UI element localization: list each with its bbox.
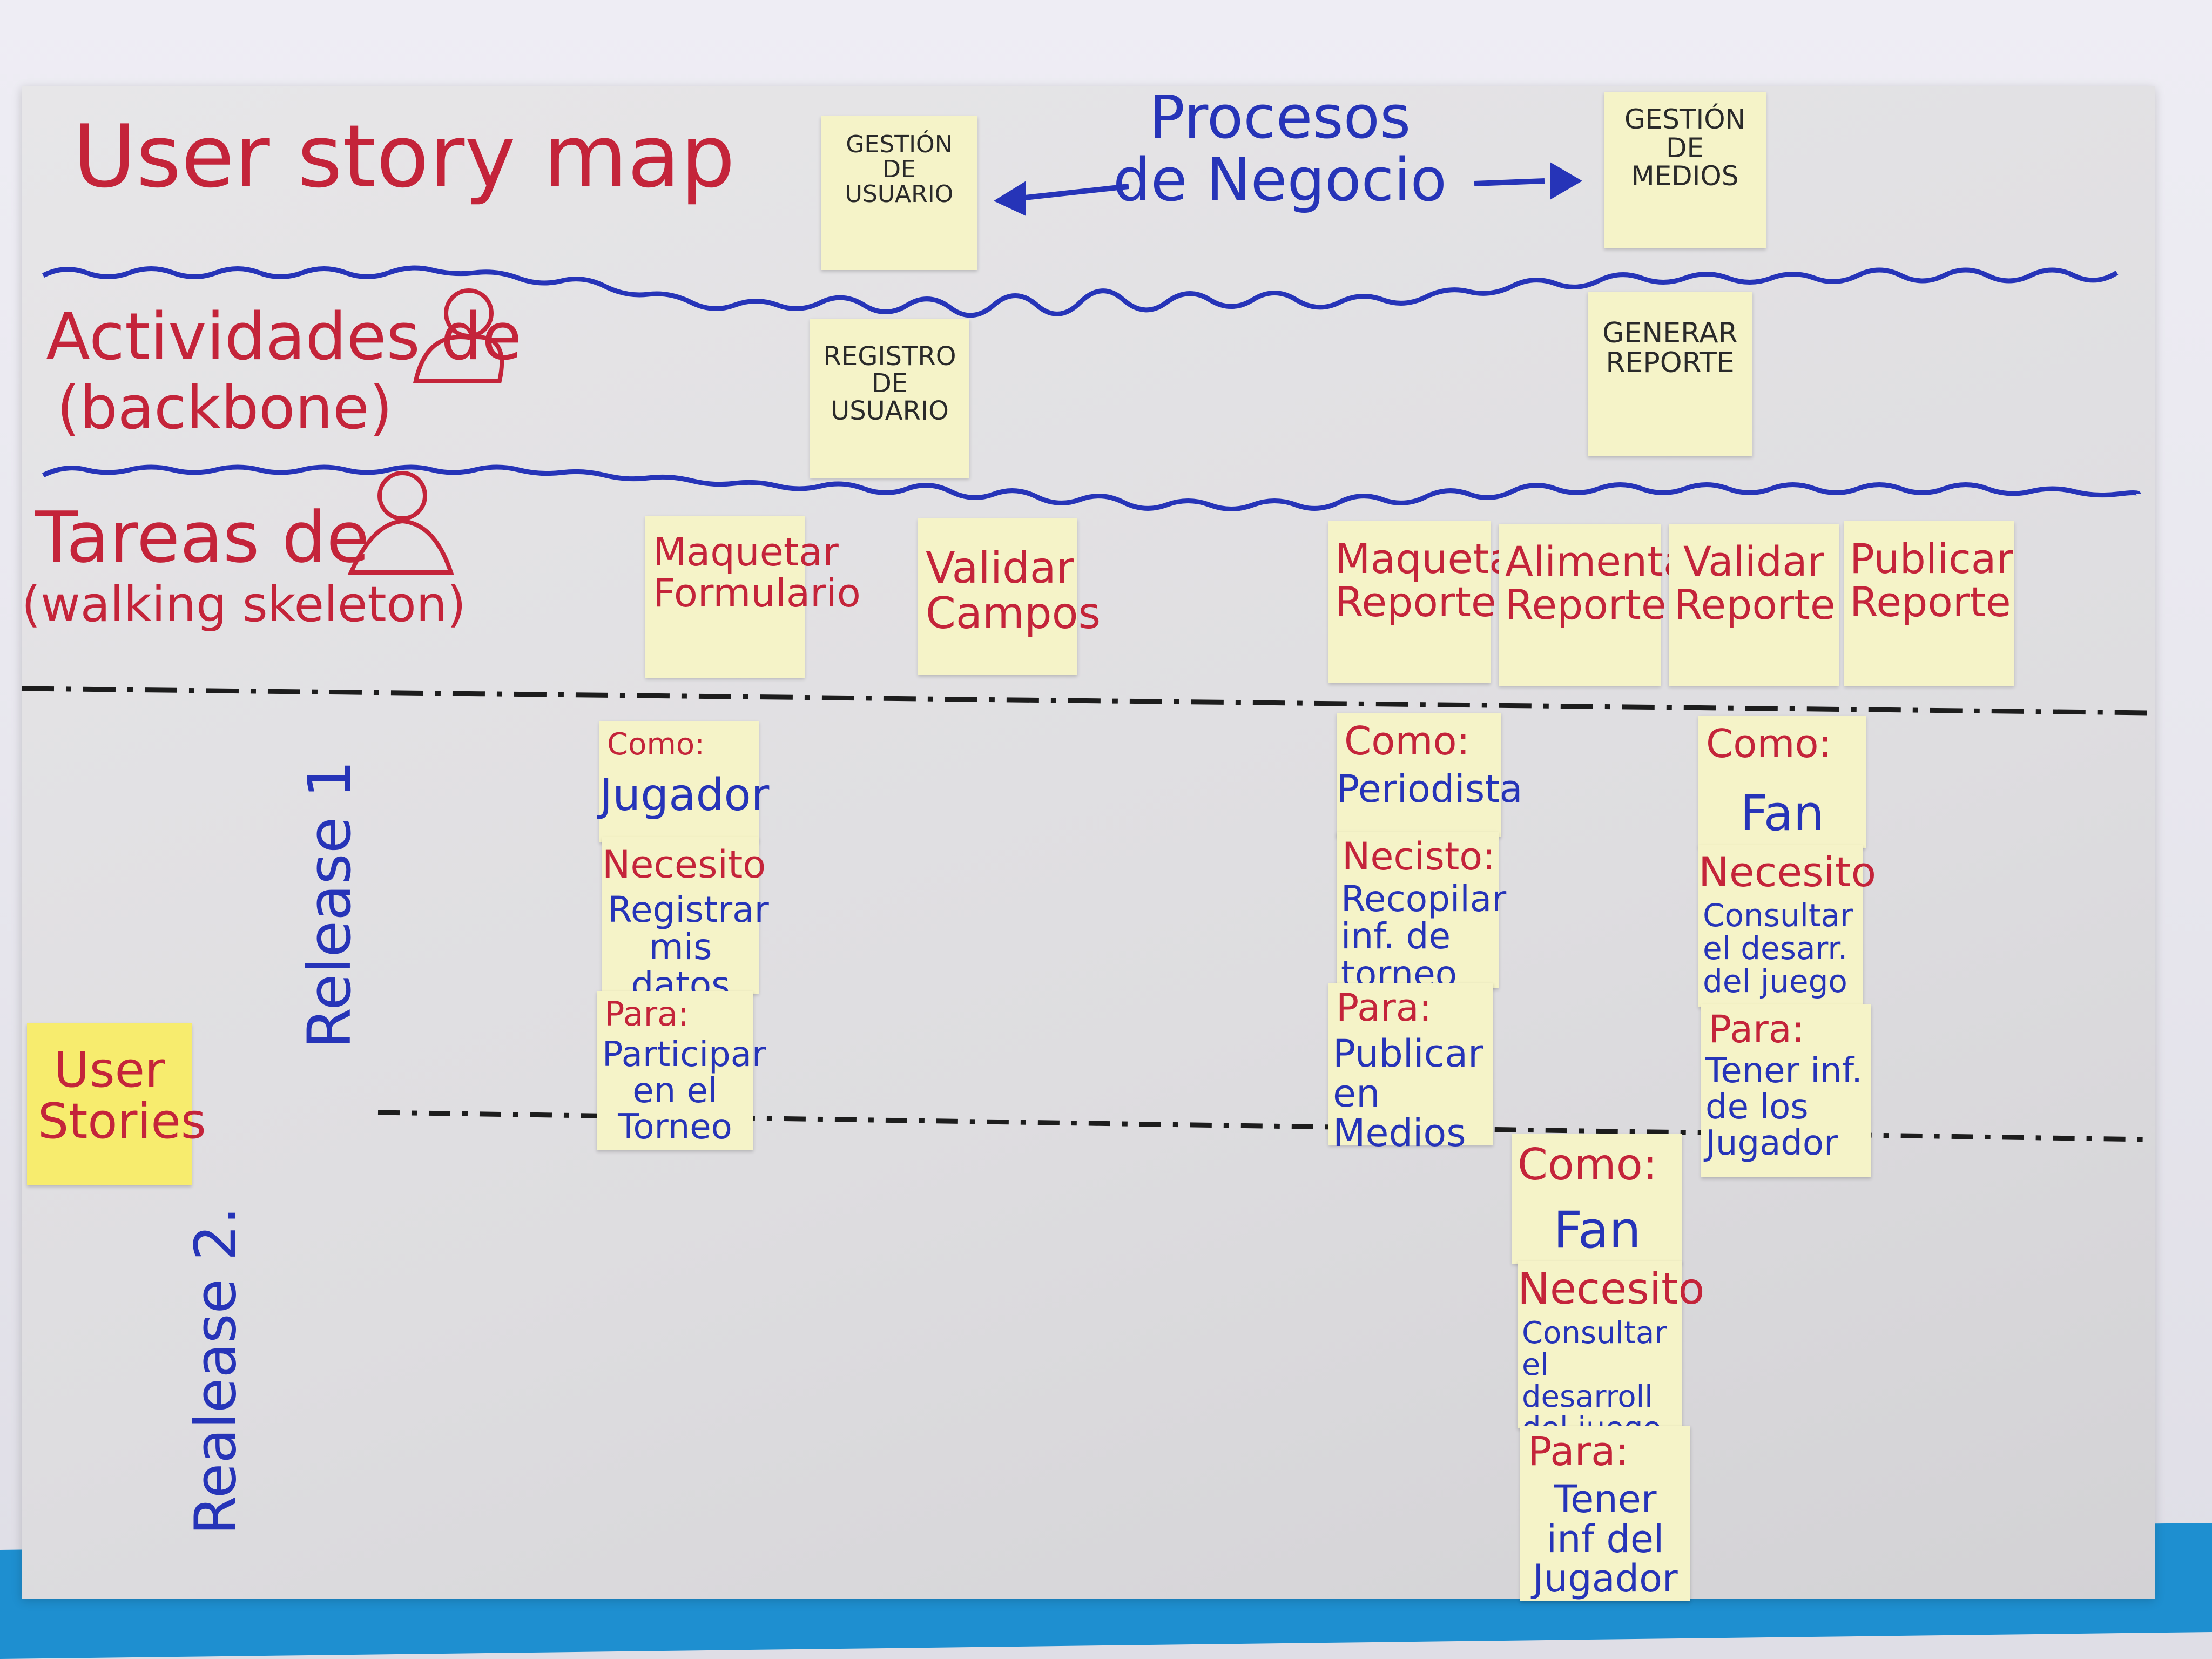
tarea-note-maquetar-formulario: Maquetar Formulario	[645, 516, 861, 678]
actividad-label: REGISTRO DE USUARIO	[823, 341, 956, 426]
story-necesito-label: Necisto:	[1342, 834, 1495, 879]
tarea-label: Maquetar Reporte	[1335, 535, 1531, 626]
wavy-line-top	[42, 265, 2119, 318]
tareas-sub: (walking skeleton)	[22, 576, 466, 633]
actividades-label: Actividades de	[46, 300, 522, 375]
person-icon-actividades	[413, 288, 504, 383]
story3-como-note: Como: Fan	[1698, 716, 1866, 848]
story-para-value: Tener inf del Jugador	[1533, 1477, 1678, 1601]
user-stories-note: User Stories	[27, 1023, 206, 1185]
tarea-note-publicar-reporte: Publicar Reporte	[1844, 521, 2014, 686]
actividad-note-generar-reporte: GENERAR REPORTE	[1588, 292, 1752, 456]
story-como-label: Como:	[1518, 1139, 1657, 1190]
dashed-line-release1	[21, 686, 2150, 716]
arrow-right-line	[1474, 178, 1545, 186]
story-para-label: Para:	[1336, 986, 1432, 1030]
story2-para-note: Para: Publicar en Medios	[1328, 983, 1493, 1153]
story2-como-note: Como: Periodista	[1337, 713, 1523, 837]
user-stories-label: User Stories	[38, 1042, 206, 1150]
story-como-label: Como:	[1706, 721, 1832, 766]
story-como-label: Como:	[607, 727, 705, 762]
wavy-line-middle	[42, 464, 2141, 511]
actividad-label: GENERAR REPORTE	[1602, 317, 1738, 379]
story-necesito-label: Necesito	[1698, 848, 1877, 896]
person-icon-tareas	[347, 471, 454, 575]
story-para-value: Tener inf. de los Jugador	[1705, 1051, 1863, 1164]
release2-label: Realease 2.	[183, 1206, 249, 1535]
story-para-value: Participar en el Torneo	[602, 1035, 766, 1148]
tarea-label: Publicar Reporte	[1850, 535, 2013, 626]
story1-necesito-note: Necesito Registrar mis datos	[602, 837, 769, 1003]
story-necesito-label: Necesito	[602, 842, 766, 887]
story-como-value: Periodista	[1337, 767, 1523, 811]
story2-necesito-note: Necisto: Recopilar inf. de torneo	[1337, 832, 1506, 993]
story1-como-note: Como: Jugador	[599, 721, 770, 842]
story-para-label: Para:	[1528, 1428, 1629, 1475]
tarea-label: Validar Campos	[926, 543, 1101, 638]
tarea-note-validar-campos: Validar Campos	[918, 518, 1101, 675]
tarea-note-validar-reporte: Validar Reporte	[1669, 524, 1839, 686]
tarea-note-alimentar-reporte: Alimentar Reporte	[1499, 524, 1705, 686]
story4-como-note: Como: Fan	[1512, 1134, 1682, 1264]
story-necesito-value: Consultar el desarr. del juego	[1703, 897, 1853, 1000]
story3-necesito-note: Necesito Consultar el desarr. del juego	[1698, 845, 1877, 1007]
arrow-left-head	[994, 181, 1026, 216]
story-para-label: Para:	[604, 994, 689, 1034]
proceso-label: GESTIÓN DE USUARIO	[845, 131, 954, 208]
story-como-label: Como:	[1344, 718, 1470, 764]
board-title: User story map	[73, 106, 736, 207]
story3-para-note: Para: Tener inf. de los Jugador	[1701, 1004, 1871, 1177]
arrow-right-head	[1550, 162, 1582, 200]
tareas-label: Tareas de	[35, 496, 370, 578]
tarea-label: Validar Reporte	[1674, 537, 1836, 629]
story1-para-note: Para: Participar en el Torneo	[597, 991, 766, 1150]
story-como-value: Fan	[1740, 785, 1824, 842]
story-para-label: Para:	[1709, 1007, 1805, 1051]
proceso-note-gestion-medios: GESTIÓN DE MEDIOS	[1604, 92, 1766, 248]
story-como-value: Fan	[1553, 1201, 1641, 1260]
story-para-value: Publicar en Medios	[1333, 1031, 1483, 1155]
story-necesito-value: Registrar mis datos	[608, 889, 769, 1006]
actividades-sub: (backbone)	[57, 373, 393, 442]
story4-para-note: Para: Tener inf del Jugador	[1520, 1426, 1690, 1601]
proceso-note-gestion-usuario: GESTIÓN DE USUARIO	[821, 116, 977, 270]
arrow-left-line	[1015, 184, 1129, 201]
procesos-label: Procesos de Negocio	[1113, 83, 1447, 214]
story4-necesito-note: Necesito Consultar el desarroll del jueg…	[1518, 1261, 1705, 1444]
tarea-label: Maquetar Formulario	[653, 529, 861, 616]
story-necesito-value: Recopilar inf. de torneo	[1341, 878, 1507, 995]
release1-label: Release 1	[295, 760, 364, 1049]
tarea-note-maquetar-reporte: Maquetar Reporte	[1328, 521, 1531, 683]
proceso-label: GESTIÓN DE MEDIOS	[1624, 104, 1746, 192]
story-como-value: Jugador	[599, 770, 770, 821]
tarea-label: Alimentar Reporte	[1505, 537, 1705, 629]
actividad-note-registro-usuario: REGISTRO DE USUARIO	[810, 319, 969, 478]
story-necesito-label: Necesito	[1518, 1264, 1705, 1314]
